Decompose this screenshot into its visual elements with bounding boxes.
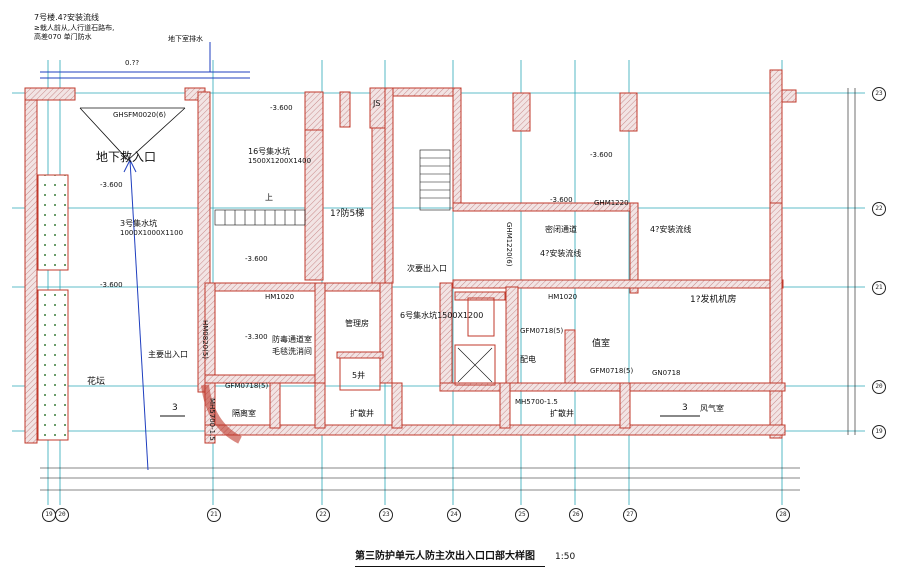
axis-bubble-bottom-5: 23 bbox=[379, 508, 393, 522]
note-r2: 4?安装流线 bbox=[540, 249, 582, 258]
top-pipe-label: 地下室排水 bbox=[168, 35, 203, 43]
gate-left-v: HM0820(5) bbox=[201, 320, 209, 360]
gate-d2: GFM0718(5) bbox=[225, 382, 269, 390]
elev-left: -3.600 bbox=[100, 181, 123, 189]
pipe3-label-1: 3号集水坑 bbox=[120, 219, 158, 228]
room-decon: 防毒通道室 bbox=[272, 335, 312, 344]
gate-tag: GHSFM0020(6) bbox=[113, 111, 166, 119]
elev-dec: -3.300 bbox=[245, 333, 268, 341]
axis-bubble-bottom-7: 25 bbox=[515, 508, 529, 522]
stairs bbox=[214, 149, 451, 226]
section-left: 3 bbox=[172, 403, 178, 413]
axis-bubble-bottom-2: 20 bbox=[55, 508, 69, 522]
gate-r: GHM1220 bbox=[594, 199, 629, 207]
pipe16-label-1: 16号集水坑 bbox=[248, 147, 291, 156]
gate-leaves bbox=[79, 107, 186, 161]
room-air: 风气室 bbox=[700, 404, 724, 413]
axis-bubble-bottom-3: 21 bbox=[207, 508, 221, 522]
gate-v: GHM1220(6) bbox=[505, 222, 513, 267]
title-underline bbox=[355, 566, 545, 567]
note-r: 4?安装流线 bbox=[650, 225, 692, 234]
up-label: 上 bbox=[265, 193, 273, 202]
gate-b4: GN0718 bbox=[652, 369, 681, 377]
main-exit: 主要出入口 bbox=[148, 350, 188, 359]
axis-bubble-bottom-9: 27 bbox=[623, 508, 637, 522]
axis-bubble-right-1: 23 bbox=[872, 87, 886, 101]
top-note-2: ≥栽人前从,人行道石路布, bbox=[34, 24, 115, 32]
room-well-2: 扩散井 bbox=[550, 409, 574, 418]
top-pipe bbox=[40, 42, 250, 79]
axis-bubble-bottom-1: 19 bbox=[42, 508, 56, 522]
axis-bubble-bottom-6: 24 bbox=[447, 508, 461, 522]
elev-left-2: -3.600 bbox=[100, 281, 123, 289]
gate-b3: MH5700-1.5 bbox=[515, 398, 558, 406]
js-label: JS bbox=[373, 99, 381, 108]
walls bbox=[24, 69, 797, 444]
axis-bubble-right-5: 19 bbox=[872, 425, 886, 439]
room-mgr-2: 隔离室 bbox=[232, 409, 256, 418]
room-machine: 1?发机机房 bbox=[690, 295, 737, 305]
flower-label: 花坛 bbox=[87, 377, 106, 387]
axis-bubble-bottom-10: 28 bbox=[776, 508, 790, 522]
room-duty: 值室 bbox=[592, 339, 611, 349]
gate-b1: GFM0718(5) bbox=[590, 367, 634, 375]
room-well: 扩散井 bbox=[350, 409, 374, 418]
room-decon-2: 毛毯洗消间 bbox=[272, 347, 312, 356]
elev-mid: -3.600 bbox=[270, 104, 293, 112]
pipe3-label-2: 1000X1000X1100 bbox=[120, 229, 184, 237]
elev-mid-2: -3.600 bbox=[245, 255, 268, 263]
gate-b2: MH5700-1.5 bbox=[208, 398, 216, 441]
drawing-scale: 1:50 bbox=[555, 552, 576, 562]
well5-label: 5井 bbox=[352, 371, 366, 380]
axis-bubble-right-2: 22 bbox=[872, 202, 886, 216]
gate-mid-2: HM1020 bbox=[548, 293, 578, 301]
stair-1-label: 1?防5梯 bbox=[330, 209, 365, 219]
dimension-lines bbox=[40, 88, 856, 491]
elevator-cross bbox=[457, 347, 493, 383]
curved-wall bbox=[201, 384, 242, 444]
top-note-3: 高差070 单门防水 bbox=[34, 33, 92, 41]
pit6-label: 6号集水坑1500X1200 bbox=[400, 311, 484, 320]
room-passage: 密闭通道 bbox=[545, 225, 577, 234]
axis-bubble-right-4: 20 bbox=[872, 380, 886, 394]
section-right: 3 bbox=[682, 403, 688, 413]
sec-exit: 次要出入口 bbox=[407, 264, 447, 273]
gate-d1: GFM0718(5) bbox=[520, 327, 564, 335]
entrance-arrow bbox=[123, 158, 149, 471]
pipe16-label-2: 1500X1200X1400 bbox=[248, 157, 312, 165]
flower-bed bbox=[37, 174, 69, 441]
elev-right: -3.600 bbox=[550, 196, 573, 204]
entrance-label: 地下救入口 bbox=[96, 150, 157, 164]
gate-mid: HM1020 bbox=[265, 293, 295, 301]
axis-bubble-bottom-8: 26 bbox=[569, 508, 583, 522]
axis-bubble-right-3: 21 bbox=[872, 281, 886, 295]
small-dim-label: 0.?? bbox=[125, 59, 140, 67]
room-mgr: 管理房 bbox=[345, 319, 369, 328]
room-control: 配电 bbox=[520, 355, 536, 364]
top-note-1: 7号楼.4?安装流线 bbox=[34, 13, 99, 22]
axis-bubble-bottom-4: 22 bbox=[316, 508, 330, 522]
elev-top: -3.600 bbox=[590, 151, 613, 159]
drawing-title: 第三防护单元人防主次出入口口部大样图 bbox=[355, 551, 535, 562]
